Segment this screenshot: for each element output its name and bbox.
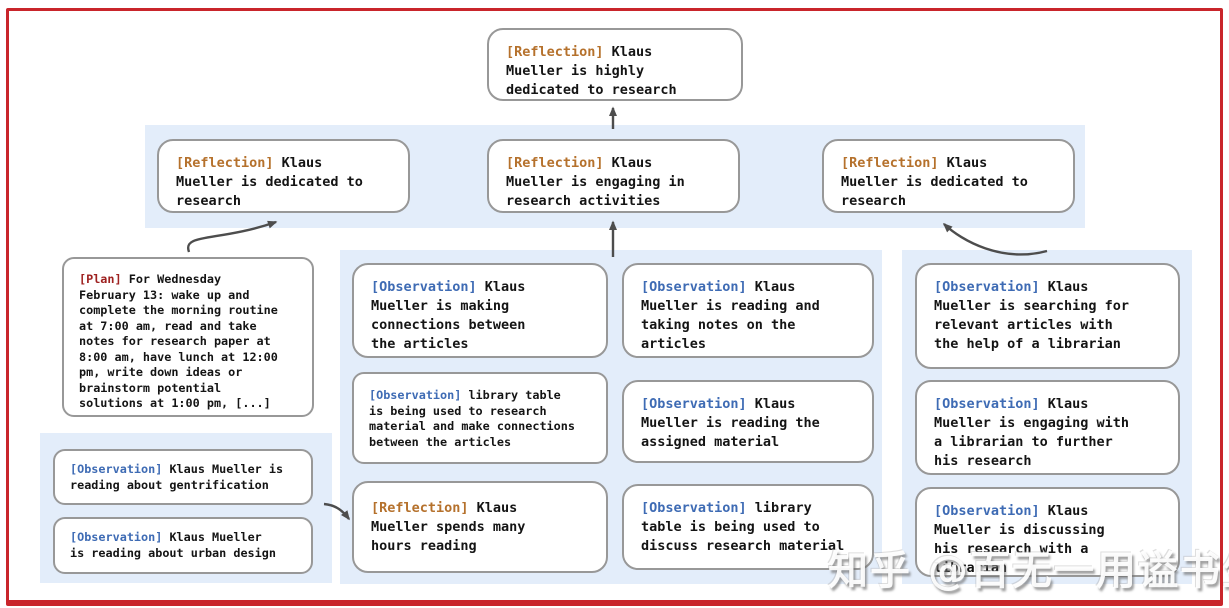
node-text: Klaus Mueller spends many hours reading: [371, 500, 526, 554]
node-text: Klaus Mueller is reading about gentrific…: [70, 462, 284, 492]
node-obs-assigned-material: [Observation] Klaus Mueller is reading t…: [622, 380, 874, 463]
observation-tag: [Observation]: [934, 396, 1040, 412]
observation-tag: [Observation]: [934, 279, 1040, 295]
node-obs-making-connections: [Observation] Klaus Mueller is making co…: [352, 263, 608, 358]
node-text: Klaus Mueller is highly dedicated to res…: [506, 44, 677, 98]
observation-tag: [Observation]: [70, 462, 163, 476]
reflection-tag: [Reflection]: [506, 44, 604, 60]
observation-tag: [Observation]: [641, 396, 747, 412]
node-text: Klaus Mueller is engaging in research ac…: [506, 155, 685, 209]
node-obs-library-research: [Observation] library table is being use…: [352, 372, 608, 464]
reflection-tag: [Reflection]: [841, 155, 939, 171]
observation-tag: [Observation]: [70, 530, 163, 544]
node-plan: [Plan] For Wednesday February 13: wake u…: [62, 257, 314, 417]
node-text: Klaus Mueller is engaging with a librari…: [934, 396, 1130, 469]
node-obs-urban-design: [Observation] Klaus Mueller is reading a…: [53, 517, 313, 574]
observation-tag: [Observation]: [371, 279, 477, 295]
node-obs-searching-articles: [Observation] Klaus Mueller is searching…: [915, 263, 1180, 369]
node-obs-library-discuss: [Observation] library table is being use…: [622, 484, 874, 570]
node-text: Klaus Mueller is searching for relevant …: [934, 279, 1130, 352]
node-reflection-left: [Reflection] Klaus Mueller is dedicated …: [157, 139, 410, 213]
observation-tag: [Observation]: [641, 500, 747, 516]
node-text: Klaus Mueller is reading about urban des…: [70, 530, 276, 560]
plan-tag: [Plan]: [79, 272, 122, 286]
observation-tag: [Observation]: [641, 279, 747, 295]
node-obs-taking-notes: [Observation] Klaus Mueller is reading a…: [622, 263, 874, 358]
node-obs-gentrification: [Observation] Klaus Mueller is reading a…: [53, 449, 313, 505]
node-text: Klaus Mueller is reading and taking note…: [641, 279, 820, 352]
reflection-tag: [Reflection]: [506, 155, 604, 171]
node-text: Klaus Mueller is dedicated to research: [841, 155, 1028, 209]
reflection-tag: [Reflection]: [176, 155, 274, 171]
observation-tag: [Observation]: [369, 388, 462, 402]
node-top-reflection: [Reflection] Klaus Mueller is highly ded…: [487, 28, 743, 101]
node-text: Klaus Mueller is reading the assigned ma…: [641, 396, 820, 450]
node-text: Klaus Mueller is discussing his research…: [934, 503, 1105, 576]
node-text: Klaus Mueller is dedicated to research: [176, 155, 363, 209]
node-reflection-right: [Reflection] Klaus Mueller is dedicated …: [822, 139, 1075, 213]
node-reflection-middle: [Reflection] Klaus Mueller is engaging i…: [487, 139, 740, 213]
node-reflection-hours-reading: [Reflection] Klaus Mueller spends many h…: [352, 481, 608, 573]
observation-tag: [Observation]: [934, 503, 1040, 519]
node-text: For Wednesday February 13: wake up and c…: [79, 272, 278, 410]
node-text: Klaus Mueller is making connections betw…: [371, 279, 526, 352]
reflection-tag: [Reflection]: [371, 500, 469, 516]
node-obs-engaging-librarian: [Observation] Klaus Mueller is engaging …: [915, 380, 1180, 475]
node-text: library table is being used to discuss r…: [641, 500, 845, 554]
node-text: library table is being used to research …: [369, 388, 575, 449]
zhihu-watermark: 知乎 @百无一用谥书生: [828, 548, 1229, 594]
node-obs-discussing-research: [Observation] Klaus Mueller is discussin…: [915, 487, 1180, 577]
